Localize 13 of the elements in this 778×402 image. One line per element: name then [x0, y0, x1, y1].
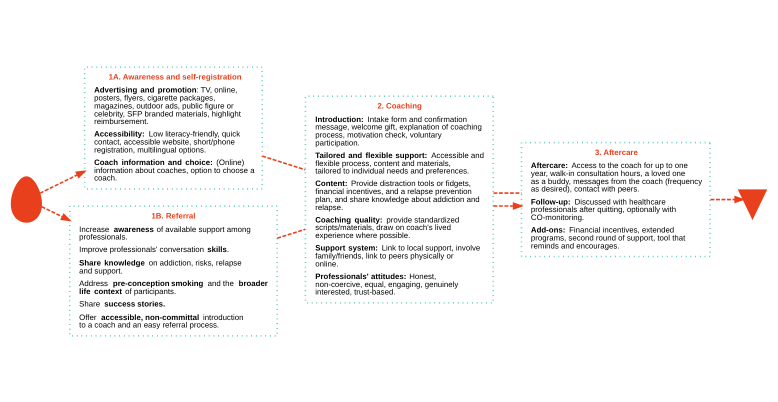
connector: [276, 228, 306, 238]
node-person: [10, 176, 42, 222]
arrow: [710, 195, 746, 203]
arrow: [40, 170, 87, 194]
arrow: [493, 202, 524, 210]
node-box: 3. Aftercare Aftercare: Access to the coach for up to one year, walk-in consultation hours, a loved one as a buddy, messages from the coach (frequency as desired), contact with peers. Follow-up: Discussed with healthcare professionals after quitting, optionally with CO-monitoring. Add-ons: Financial incentives, extended programs, second round of support, tool that reminds and encourages.: [520, 141, 711, 257]
node-box: 1B. Referral Increase awareness of available support among professionals. Improve professionals' conversation skills. Share knowledge on addiction, risks, relapse and support. Address pre-conception smoking and the broader life context of participants. Share success stories. Offer accessible, non-committal introduction to a coach and an easy referral process.: [68, 204, 278, 336]
connector: [493, 192, 522, 194]
node-pin: [738, 188, 768, 220]
node-box: 1A. Awareness and self-registration Advertising and promotion: TV, online, posters, flyers, cigarette packages, magazines, outdoor ads, public figure or celebrity, SFP branded materials, highlight reimbursement. Accessibility: Low literacy-friendly, quick contact, accessible website, short/phone registration, multilingual options. Coach information and choice: (Online) information about coaches, option to choose a coach.: [84, 66, 264, 190]
connector: [262, 154, 306, 170]
node-box: 2. Coaching Introduction: Intake form and confirmation message, welcome gift, explanation of coaching process, motivation check, voluntary participation. Tailored and flexible support: Accessible and flexible process, content and materials, tailored to individual needs and preferences. Content: Provide distraction tools or fidgets, financial incentives, and a relapse prevention plan, and share knowledge about addiction and relapse. Coaching quality: provide standardized scripts/materials, draw on coach's lived experience where possible. Support system: Link to local support, involve family/friends, link to peers physically or online. Professionals' attitudes: Honest, non-coercive, equal, engaging, genuinely interested, trust-based.: [304, 94, 494, 304]
arrow: [41, 205, 72, 221]
